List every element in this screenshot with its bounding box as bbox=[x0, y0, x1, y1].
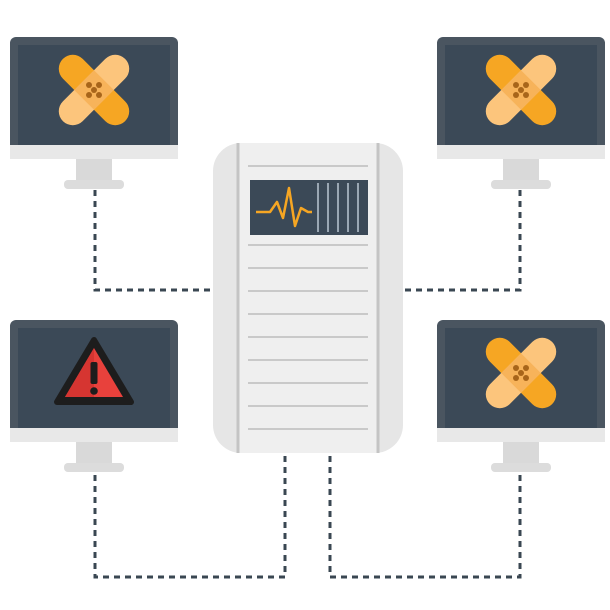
server-rack-icon bbox=[213, 143, 403, 453]
monitor-bottom-left bbox=[10, 320, 178, 472]
monitor-top-left bbox=[10, 37, 178, 189]
connector-bottom-right bbox=[328, 455, 522, 579]
connector-top-left bbox=[93, 190, 215, 292]
warning-triangle-icon bbox=[54, 337, 134, 405]
connection-lines bbox=[93, 190, 522, 579]
monitor-top-right bbox=[437, 37, 605, 189]
heartbeat-pulse-icon bbox=[250, 180, 368, 235]
monitor-bottom-right bbox=[437, 320, 605, 472]
connector-top-right bbox=[400, 190, 522, 292]
connector-bottom-left bbox=[93, 455, 287, 579]
